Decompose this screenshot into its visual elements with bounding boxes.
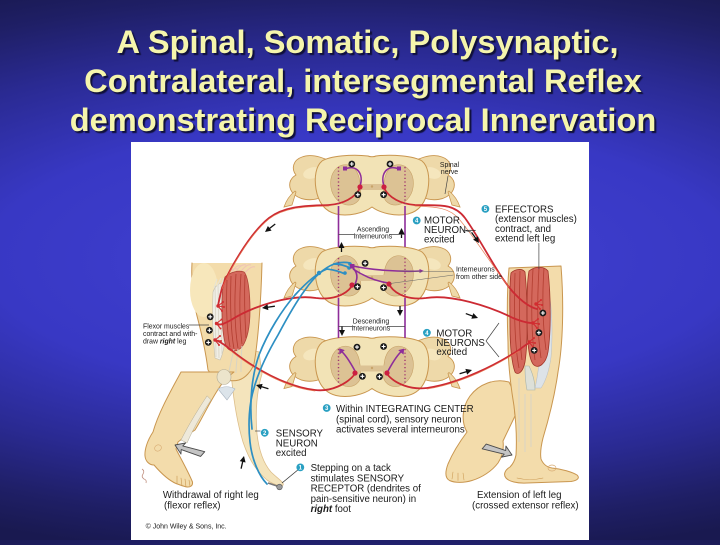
svg-text:© John Wiley & Sons, Inc.: © John Wiley & Sons, Inc. [146,523,227,531]
svg-text:from other side: from other side [456,274,502,281]
svg-text:interneurons: interneurons [352,326,391,333]
svg-text:(flexor reflex): (flexor reflex) [164,501,221,512]
svg-text:(spinal cord), sensory neuron: (spinal cord), sensory neuron [336,414,461,425]
svg-text:(extensor muscles): (extensor muscles) [495,214,577,225]
svg-text:5: 5 [484,207,488,213]
svg-text:Withdrawal of right leg: Withdrawal of right leg [163,490,259,501]
svg-text:Interneurons: Interneurons [456,267,495,274]
svg-text:Extension of left leg: Extension of left leg [477,490,562,501]
svg-text:4: 4 [415,219,419,225]
svg-text:nerve: nerve [441,169,458,176]
svg-text:RECEPTOR (dendrites of: RECEPTOR (dendrites of [311,484,421,495]
svg-text:activates several interneurons: activates several interneurons [336,424,465,435]
svg-text:SENSORY: SENSORY [276,428,324,439]
svg-text:MOTOR: MOTOR [424,215,460,226]
svg-text:4: 4 [425,331,429,337]
svg-text:extend left leg: extend left leg [495,233,555,244]
svg-text:excited: excited [436,347,467,358]
svg-text:EFFECTORS: EFFECTORS [495,204,554,215]
svg-text:excited: excited [424,235,455,246]
svg-text:Stepping on a tack: Stepping on a tack [311,463,391,474]
svg-text:Descending: Descending [353,319,390,326]
svg-text:right foot: right foot [311,504,352,515]
svg-text:Ascending: Ascending [357,227,389,234]
svg-text:Spinal: Spinal [440,162,460,169]
svg-text:excited: excited [276,448,307,459]
svg-text:(crossed extensor reflex): (crossed extensor reflex) [472,501,579,512]
svg-text:pain-sensitive neuron) in: pain-sensitive neuron) in [311,494,417,505]
svg-text:MOTOR: MOTOR [436,329,472,340]
svg-text:NEURON—: NEURON— [424,225,476,236]
svg-text:NEURON: NEURON [276,438,318,449]
svg-text:draw right leg: draw right leg [143,339,186,346]
svg-text:contract and with-: contract and with- [143,331,197,338]
svg-text:stimulates SENSORY: stimulates SENSORY [311,473,405,484]
svg-text:2: 2 [263,431,267,437]
svg-text:Flexor muscles: Flexor muscles [143,324,190,331]
svg-text:Within INTEGRATING CENTER: Within INTEGRATING CENTER [336,404,474,415]
svg-text:interneurons: interneurons [354,234,393,241]
svg-text:contract, and: contract, and [495,224,551,235]
svg-text:1: 1 [299,466,303,472]
svg-text:NEURONS: NEURONS [436,338,485,349]
svg-text:3: 3 [325,406,329,412]
